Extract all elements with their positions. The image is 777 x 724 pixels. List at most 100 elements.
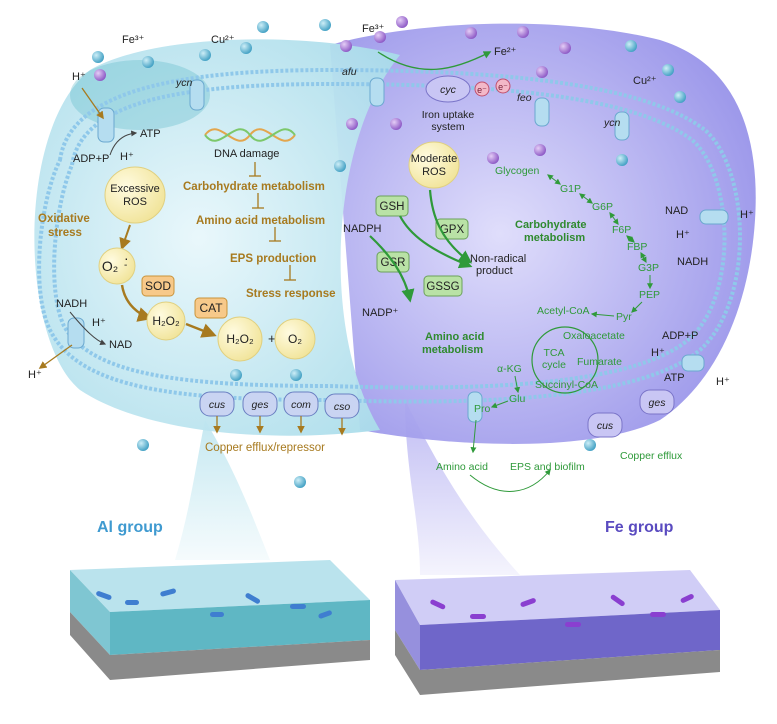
right-efflux-proteins [587, 389, 675, 438]
fe-substrate-block [395, 570, 720, 695]
f6p-label: F6P [612, 224, 631, 236]
o2-ball [274, 318, 316, 360]
left-dna-damage: DNA damage [214, 148, 279, 160]
ros-to-o2-arrow [119, 224, 131, 251]
fe3-right-label: Fe³⁺ [362, 23, 385, 35]
moderate-ros-line1: Moderate [411, 153, 457, 165]
glycolysis-arrows [547, 174, 653, 318]
electron-2-label: e⁻ [498, 82, 508, 92]
cu2-right-label: Cu²⁺ [633, 75, 657, 87]
iron-uptake-line1: Iron uptake [422, 109, 475, 121]
al-substrate-block [70, 560, 370, 680]
right-atp: ATP [664, 372, 685, 384]
oxaloacetate-label: Oxaloacetate [563, 330, 625, 342]
left-atp-arrow [109, 130, 138, 156]
left-atp: ATP [140, 128, 161, 140]
h2o2-to-products-arrow [185, 322, 217, 338]
superoxide-label: O₂ [102, 258, 118, 274]
left-h-out-arrow [38, 344, 73, 369]
right-h-out-top: H⁺ [740, 209, 754, 221]
glu-label: Glu [509, 393, 526, 405]
plus-sign: + [268, 331, 276, 346]
left-efflux-arrows [213, 416, 346, 436]
gene-ges-left: ges [252, 399, 270, 411]
fe-reduction-arrow [377, 51, 492, 71]
acetyl-coa-label: Acetyl-CoA [537, 305, 590, 317]
non-radical-line1: Non-radical [470, 253, 526, 265]
left-carb-metab: Carbohydrate metabolism [183, 181, 325, 193]
g1p-label: G1P [560, 183, 581, 195]
gene-afu: afu [342, 66, 357, 78]
fe-cell [330, 23, 756, 444]
right-nad: NAD [665, 205, 688, 217]
al-bacteria [96, 588, 332, 619]
gene-ycn-right: ycn [603, 117, 621, 129]
left-nad: NAD [109, 339, 132, 351]
left-amino-metab: Amino acid metabolism [196, 215, 325, 227]
gene-cus-left: cus [209, 399, 226, 411]
h2o2-ball [146, 301, 186, 341]
right-h-atp: H⁺ [651, 347, 665, 359]
ions-purple [94, 16, 571, 164]
nadp-label: NADP⁺ [362, 307, 399, 319]
non-radical-line2: product [476, 265, 513, 277]
tca-line2: cycle [542, 359, 566, 371]
pep-label: PEP [639, 289, 660, 301]
left-adp-p: ADP+P [73, 153, 109, 165]
membrane-channels [67, 77, 729, 423]
gssg-label: GSSG [426, 281, 459, 293]
cu2-left-label: Cu²⁺ [211, 34, 235, 46]
right-amino-line2: metabolism [422, 344, 483, 356]
gene-feo: feo [517, 92, 532, 104]
al-group-label: Al group [97, 519, 163, 536]
gene-ges-right: ges [649, 397, 667, 409]
moderate-ros-ball [408, 141, 460, 189]
pro-label: Pro [474, 403, 491, 415]
antioxidant-arrows [369, 189, 473, 303]
cat-label: CAT [199, 301, 223, 315]
left-h-out: H⁺ [28, 369, 42, 381]
copper-efflux-right: Copper efflux [620, 450, 683, 462]
sod-label: SOD [145, 279, 171, 293]
right-carb-line1: Carbohydrate [515, 219, 587, 231]
o2-label: O₂ [288, 332, 302, 346]
gpx-label: GPX [440, 224, 465, 236]
al-funnel [175, 420, 270, 560]
ions-blue [92, 19, 686, 488]
left-efflux-proteins [199, 391, 360, 419]
fumarate-label: Fumarate [577, 356, 622, 368]
fe-bacteria [430, 594, 694, 627]
fbp-label: FBP [627, 241, 647, 253]
electron-2 [495, 78, 511, 94]
left-h-low: H⁺ [92, 317, 106, 329]
superoxide-minus: - [124, 260, 127, 271]
h2o2-label: H₂O₂ [152, 314, 180, 328]
superoxide-ball [98, 247, 136, 285]
right-adp-p: ADP+P [662, 330, 698, 342]
nadph-label: NADPH [343, 223, 382, 235]
left-nadh-arrow [69, 311, 107, 345]
excessive-ros-line2: ROS [123, 196, 147, 208]
iron-uptake-line2: system [431, 121, 465, 133]
left-stress-resp: Stress response [246, 288, 336, 300]
amino-acid-out: Amino acid [436, 461, 488, 473]
g3p-label: G3P [638, 262, 659, 274]
gene-cus-right: cus [597, 420, 614, 432]
gene-com: com [291, 399, 311, 411]
excessive-ros-ball [104, 166, 166, 224]
copper-efflux-repressor: Copper efflux/repressor [205, 442, 325, 454]
tca-line1: TCA [544, 347, 565, 359]
left-h-top-arrow [81, 87, 104, 120]
h2o2-product-ball [217, 316, 263, 362]
membrane-inner [52, 81, 727, 390]
superoxide-dot: · [124, 250, 129, 266]
right-h-nad: H⁺ [676, 229, 690, 241]
excessive-ros-line1: Excessive [110, 183, 160, 195]
electron-1 [474, 81, 490, 97]
right-nadh: NADH [677, 256, 708, 268]
gene-cyc: cyc [440, 84, 457, 96]
fe2-right-label: Fe²⁺ [494, 46, 517, 58]
amino-arrows [469, 375, 551, 492]
